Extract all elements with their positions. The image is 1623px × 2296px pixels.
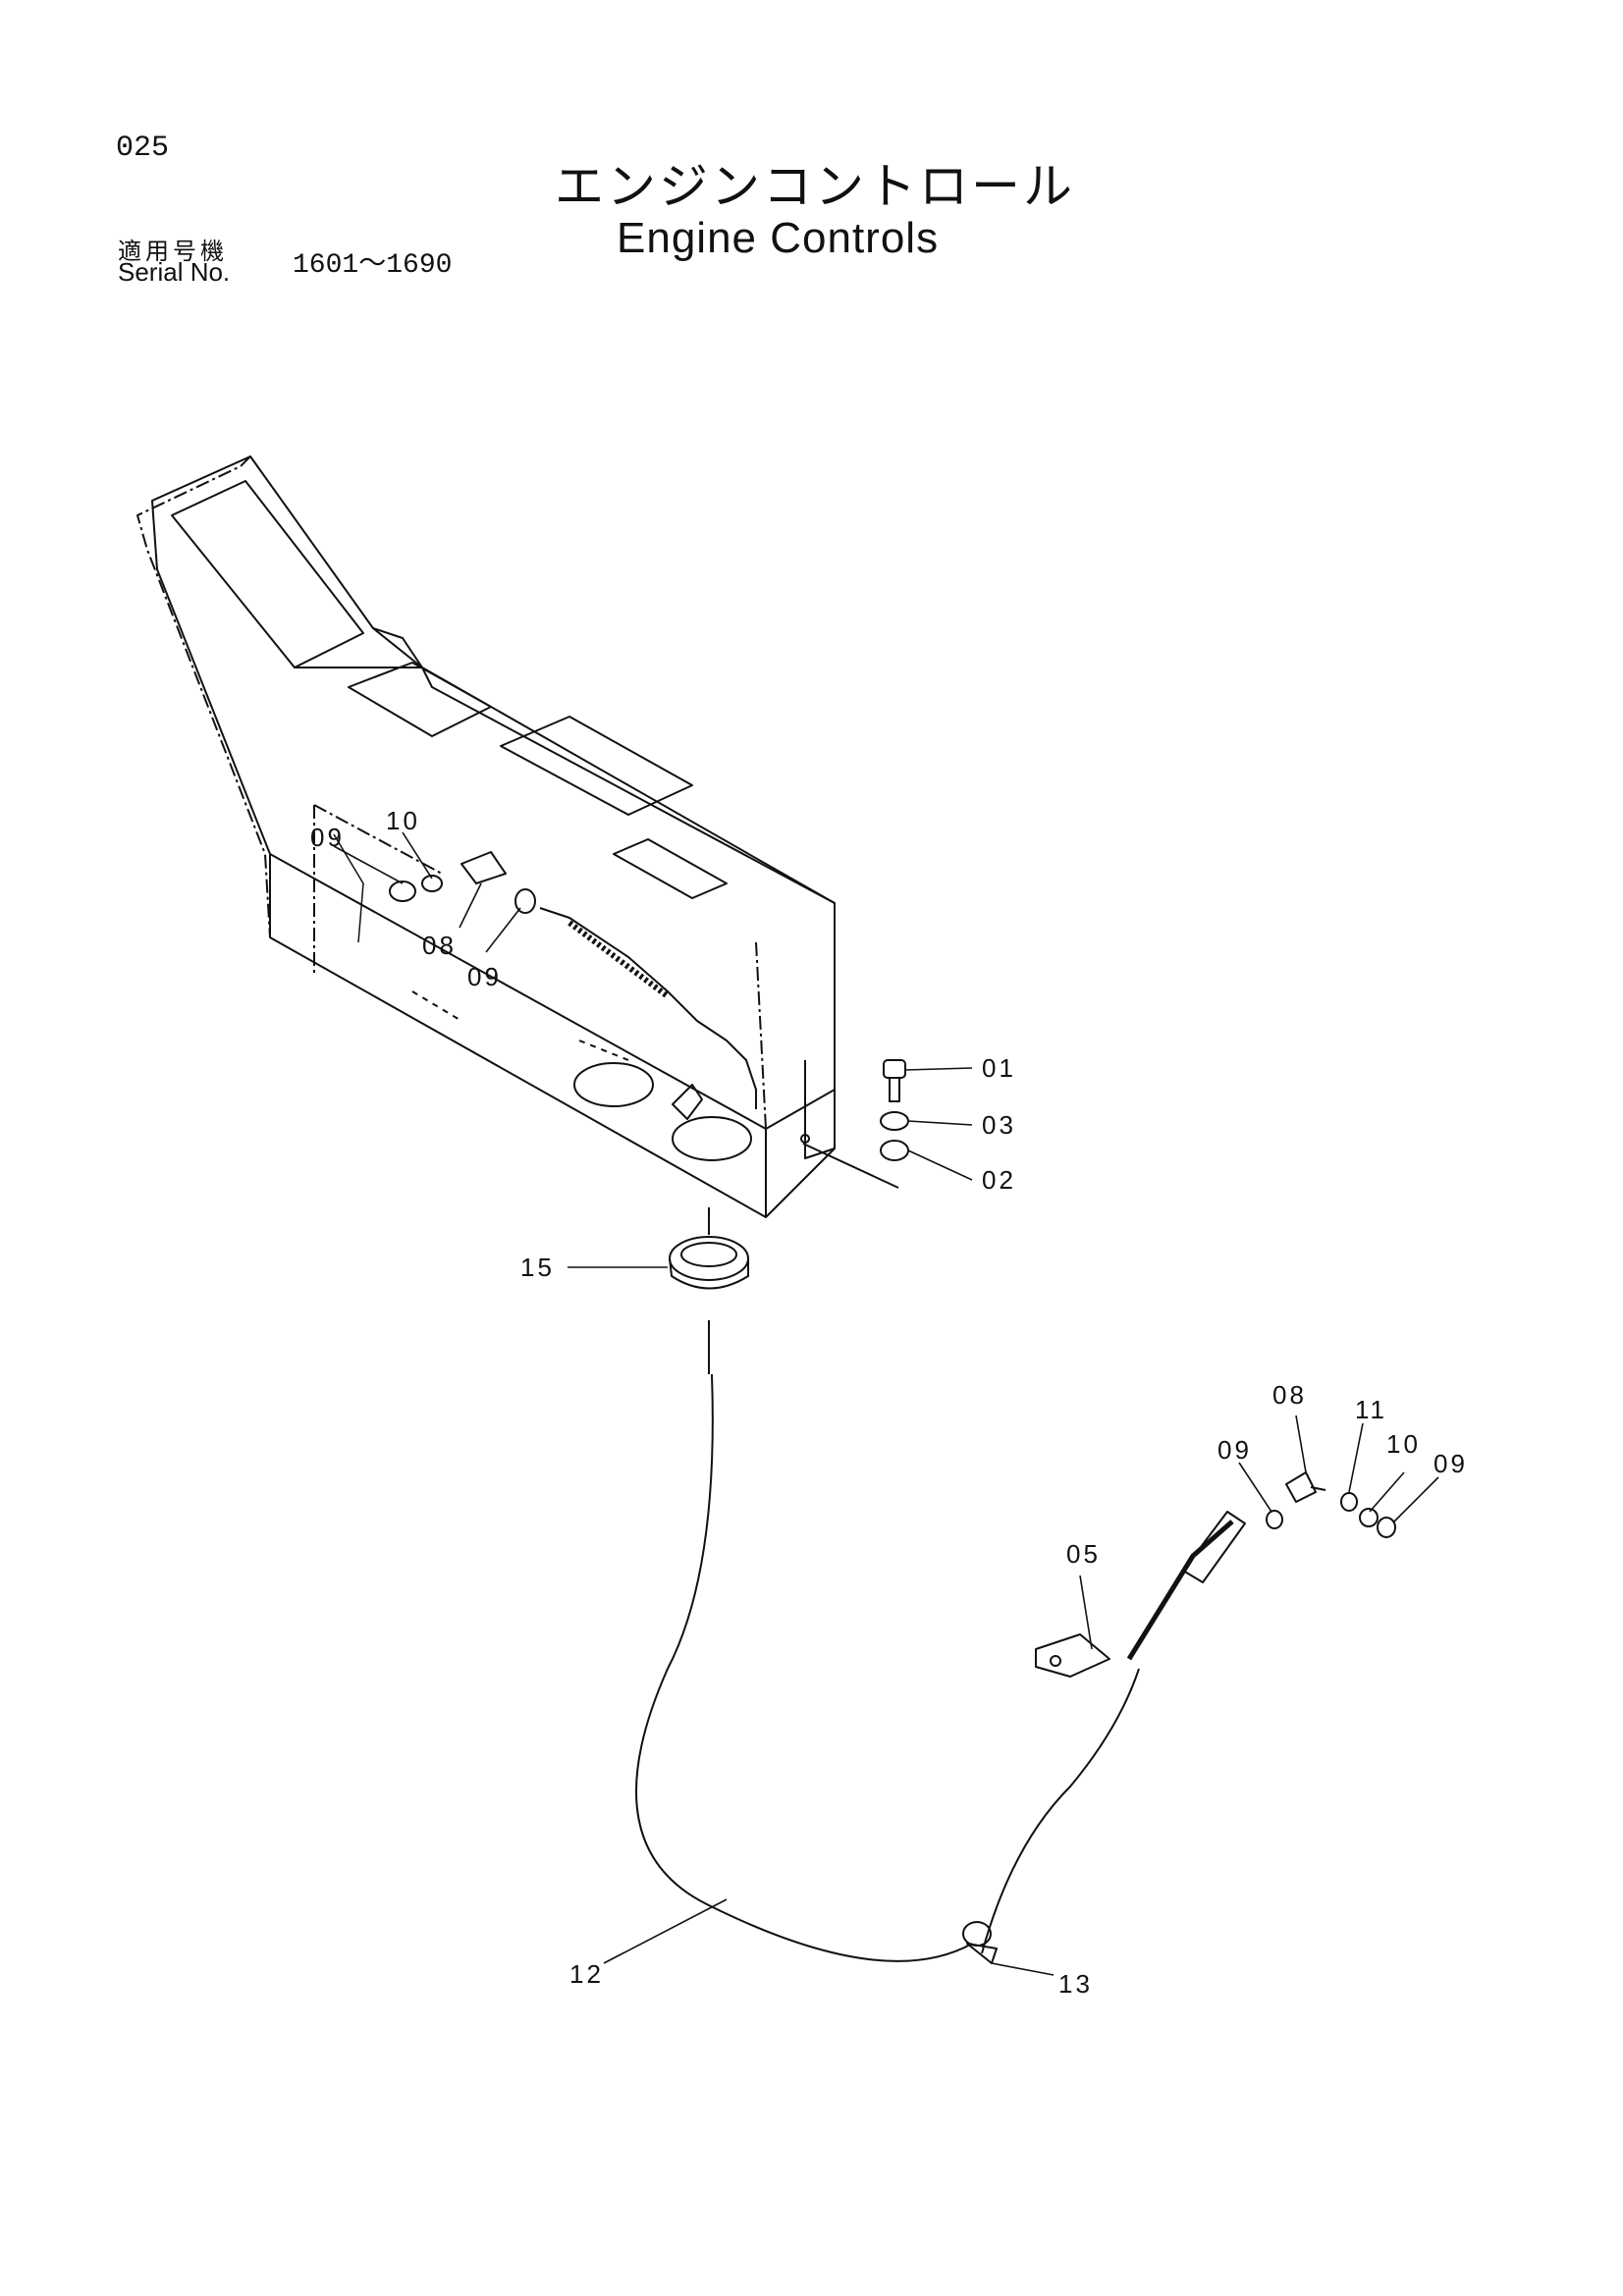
linkage-parts-right [1266,1471,1396,1538]
callout-15: 15 [520,1253,555,1282]
title-english: Engine Controls [617,214,940,262]
callout-03: 03 [982,1110,1016,1140]
callout-10-left: 10 [386,806,420,835]
fasteners-right [802,1059,909,1189]
callout-11: 11 [1355,1395,1387,1424]
page-number: 025 [116,132,170,165]
serial-label-japanese: 適用号機 [118,238,228,265]
callout-08-right: 08 [1272,1380,1307,1410]
callout-09-left-lower: 09 [467,962,502,991]
leader-lines [333,831,1439,1976]
grommet [669,1207,749,1290]
linkage-parts-left [389,851,757,1109]
callout-10-right: 10 [1386,1429,1421,1459]
title-japanese: エンジンコントロール [555,158,1075,215]
cable-clamp [962,1921,998,1964]
callout-09-right-outer: 09 [1434,1449,1468,1478]
control-cable [635,1320,1246,1962]
callout-05: 05 [1066,1539,1101,1569]
callout-08-left: 08 [422,931,457,960]
bracket [1035,1633,1110,1678]
callout-09-right-inner: 09 [1217,1435,1252,1465]
callout-13: 13 [1058,1969,1093,1999]
callout-02: 02 [982,1165,1016,1195]
callout-01: 01 [982,1053,1016,1083]
serial-label-english: Serial No. [118,257,231,287]
callout-09-left-upper: 09 [310,823,345,852]
console-housing [136,455,836,1218]
serial-range: 1601～1690 [293,250,453,281]
callout-12: 12 [569,1959,604,1989]
